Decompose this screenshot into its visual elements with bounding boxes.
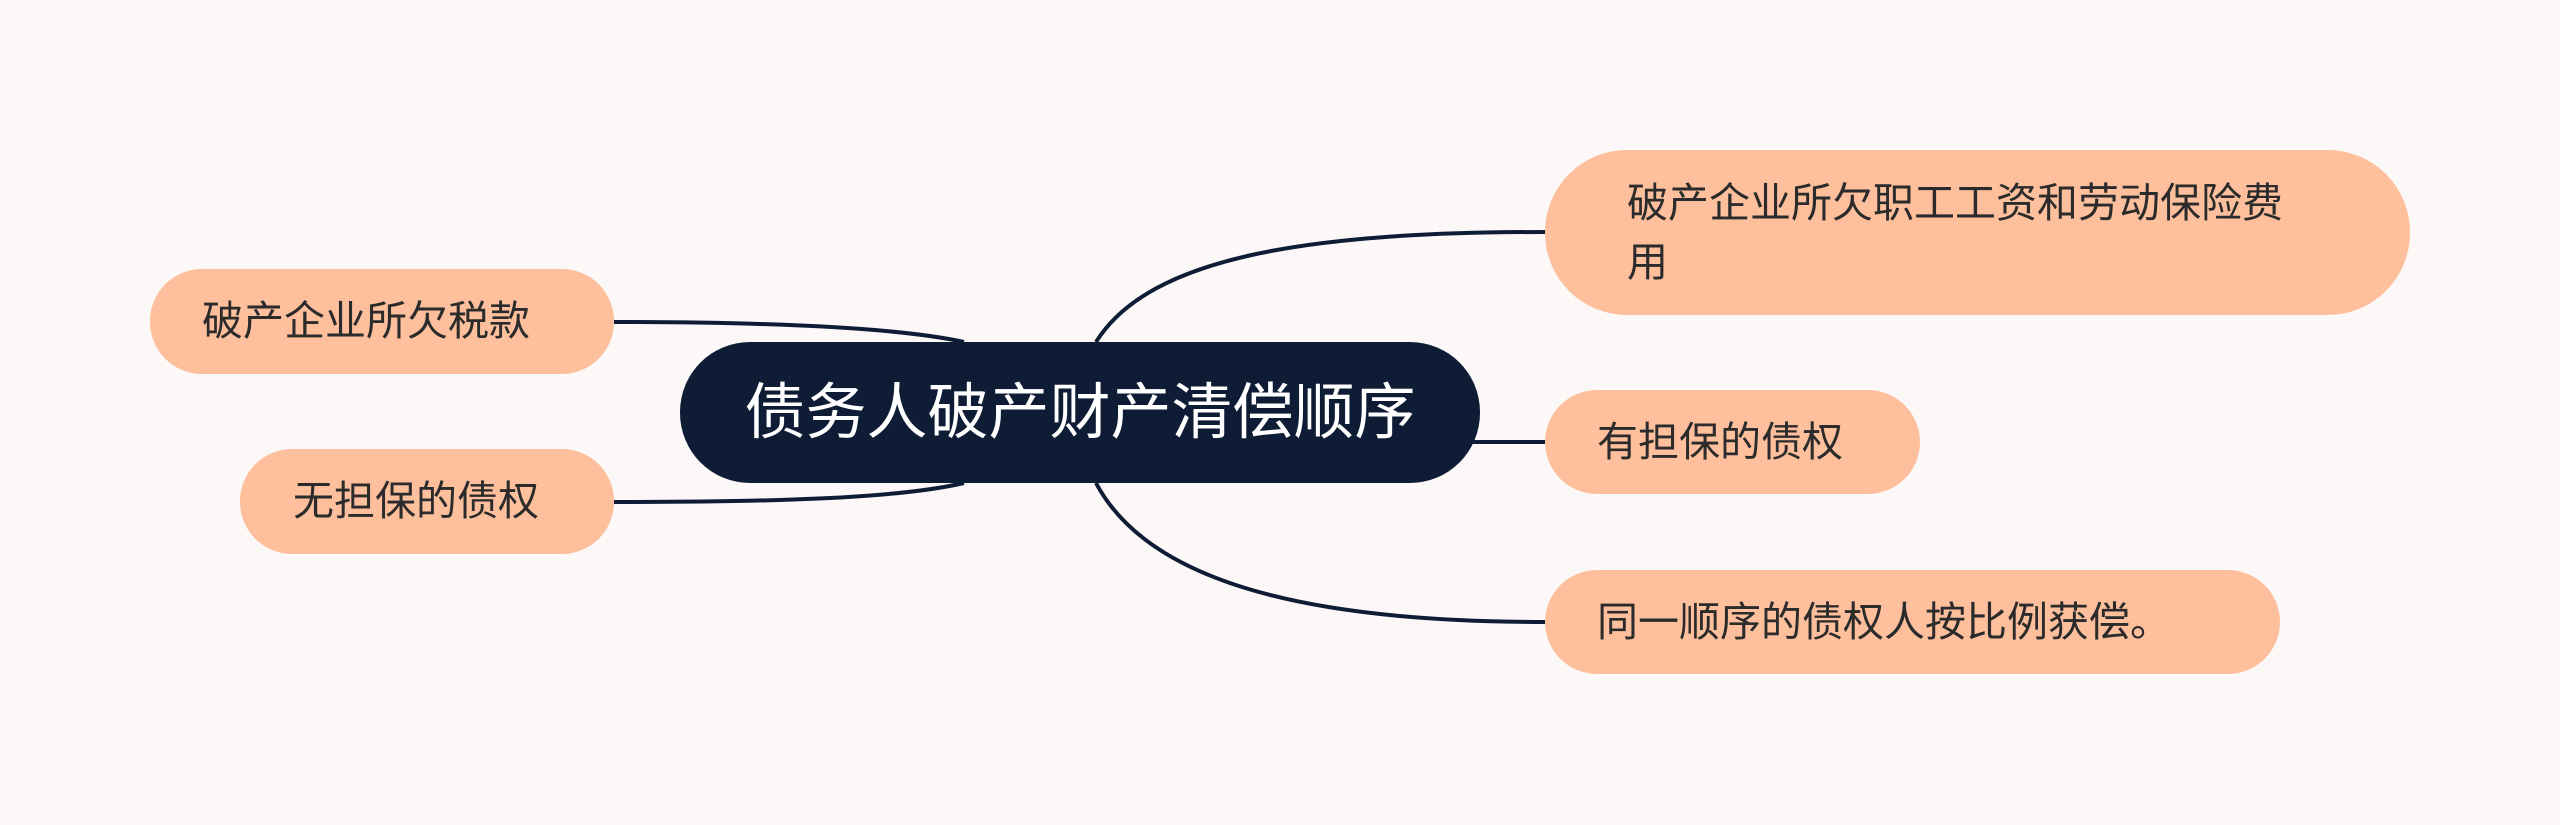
branch-node-left-2[interactable]: 无担保的债权 xyxy=(240,449,614,554)
branch-node-label: 有担保的债权 xyxy=(1597,417,1843,466)
branch-node-label: 破产企业所欠税款 xyxy=(202,297,530,345)
branch-node-label: 同一顺序的债权人按比例获偿。 xyxy=(1597,597,2171,646)
branch-node-right-3[interactable]: 同一顺序的债权人按比例获偿。 xyxy=(1545,570,2280,674)
root-node-label: 债务人破产财产清偿顺序 xyxy=(744,377,1416,448)
connector-left-2 xyxy=(613,481,965,504)
connector-left-1 xyxy=(613,320,965,344)
branch-node-label: 无担保的债权 xyxy=(293,477,539,525)
root-node[interactable]: 债务人破产财产清偿顺序 xyxy=(680,342,1480,483)
connector-right-1 xyxy=(1094,230,1546,344)
branch-node-left-1[interactable]: 破产企业所欠税款 xyxy=(150,269,614,374)
connector-right-3 xyxy=(1094,482,1546,624)
branch-node-label: 破产企业所欠职工工资和劳动保险费用 xyxy=(1627,178,2283,286)
branch-node-right-1[interactable]: 破产企业所欠职工工资和劳动保险费用 xyxy=(1545,150,2410,315)
branch-node-right-2[interactable]: 有担保的债权 xyxy=(1545,390,1920,494)
